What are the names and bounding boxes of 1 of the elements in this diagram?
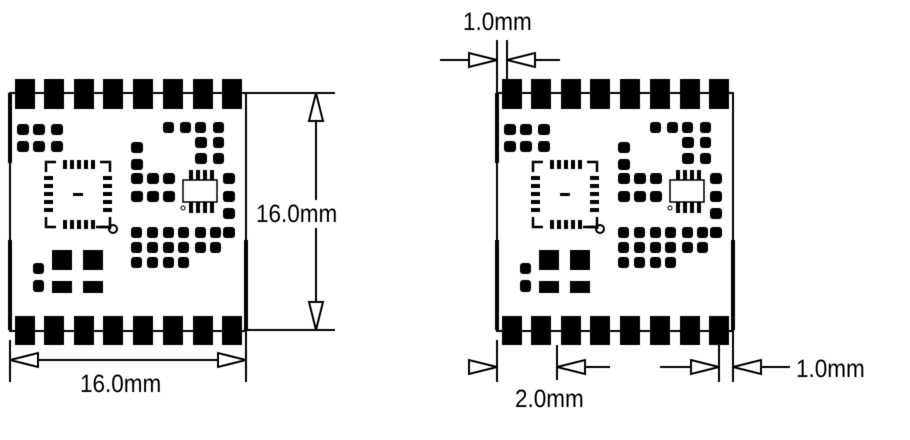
dimension-label: 16.0mm — [256, 200, 338, 228]
